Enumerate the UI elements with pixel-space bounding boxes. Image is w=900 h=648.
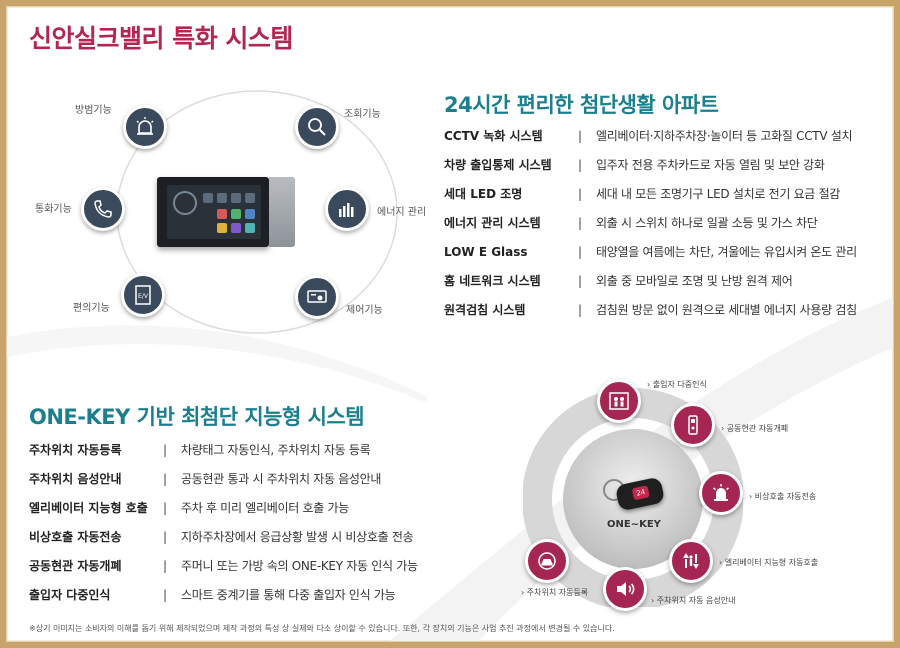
label-call: 통화기능 [35, 204, 72, 215]
list-item: 에너지 관리 시스템 | 외출 시 스위치 하나로 일괄 소등 및 가스 차단 [444, 215, 818, 231]
list-item: 원격검침 시스템 | 검침원 방문 없이 원격으로 세대별 에너지 사용량 검침 [444, 302, 857, 318]
list-item: 출입자 다중인식 | 스마트 중계기를 통해 다중 출입자 인식 가능 [29, 587, 396, 603]
key-fob: 24 [603, 475, 666, 512]
list-item: 비상호출 자동전송 | 지하주차장에서 응급상황 발생 시 비상호출 전송 [29, 529, 414, 545]
list-item: CCTV 녹화 시스템 | 엘리베이터·지하주차장·놀이터 등 고화질 CCTV… [444, 128, 853, 144]
label-voice: › 주차위치 자동 음성안내 [651, 596, 736, 605]
section-apartment-title: 24시간 편리한 첨단생활 아파트 [444, 93, 719, 117]
list-item: 주차위치 자동등록 | 차량태그 자동인식, 주차위치 자동 등록 [29, 442, 371, 458]
list-item: 홈 네트워크 시스템 | 외출 중 모바일로 조명 및 난방 원격 제어 [444, 273, 793, 289]
wallpad-device [157, 177, 295, 247]
list-item: 주차위치 음성안내 | 공동현관 통과 시 주차위치 자동 음성안내 [29, 471, 382, 487]
label-elevator: › 엘리베이터 지능형 자동호출 [719, 558, 819, 567]
label-convenience: 편의기능 [73, 303, 110, 314]
parking-car-icon [525, 539, 569, 583]
label-door: › 공동현관 자동개폐 [721, 424, 789, 433]
ev-text: E/V [138, 293, 149, 300]
phone-icon [81, 187, 125, 231]
search-icon [295, 105, 339, 149]
emergency-siren-icon [699, 471, 743, 515]
onekey-center-label: ONE~KEY [607, 519, 661, 530]
section-onekey-title: ONE-KEY 기반 최첨단 지능형 시스템 [29, 405, 365, 429]
label-emergency: › 비상호출 자동전송 [749, 492, 817, 501]
label-multi-entry: › 출입자 다중인식 [647, 380, 707, 389]
label-control: 제어기능 [346, 305, 383, 316]
multi-entry-icon [597, 379, 641, 423]
list-item: LOW E Glass | 태양열을 여름에는 차단, 겨울에는 유입시켜 온도… [444, 244, 857, 260]
elevator-icon: E/V [121, 273, 165, 317]
list-item: 세대 LED 조명 | 세대 내 모든 조명기구 LED 설치로 전기 요금 절… [444, 186, 841, 202]
list-item: 공동현관 자동개폐 | 주머니 또는 가방 속의 ONE-KEY 자동 인식 가… [29, 558, 418, 574]
label-security: 방범기능 [75, 105, 112, 116]
fob-badge: 24 [631, 485, 650, 501]
energy-chart-icon [325, 187, 369, 231]
door-remote-icon [671, 403, 715, 447]
label-inquiry: 조회기능 [344, 109, 381, 120]
security-icon [123, 105, 167, 149]
elevator-call-icon [669, 539, 713, 583]
list-item: 엘리베이터 지능형 호출 | 주차 후 미리 엘리베이터 호출 가능 [29, 500, 349, 516]
label-energy: 에너지 관리 [377, 207, 427, 218]
list-item: 차량 출입통제 시스템 | 입주자 전용 주차카드로 자동 열림 및 보안 강화 [444, 157, 825, 173]
remote-control-icon [295, 275, 339, 319]
footnote: ※상기 이미지는 소비자의 이해를 돕기 위해 제작되었으며 제작 과정의 특성… [29, 624, 615, 633]
page-frame: 신안실크밸리 특화 시스템 방범기능 [6, 6, 894, 642]
label-parking: › 주차위치 자동등록 [521, 588, 589, 597]
speaker-icon [603, 567, 647, 611]
page-title: 신안실크밸리 특화 시스템 [29, 24, 293, 53]
